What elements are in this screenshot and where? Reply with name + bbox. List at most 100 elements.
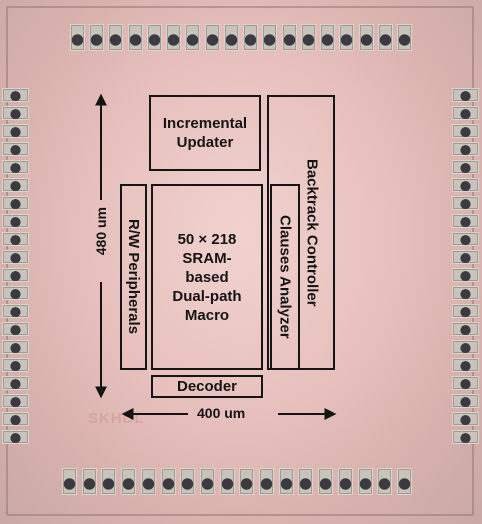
bond-pad (62, 468, 77, 495)
bond-pad (358, 24, 374, 51)
decoder-block: Decoder (151, 375, 263, 398)
sram-macro-block: 50 × 218 SRAM- based Dual-path Macro (151, 184, 263, 370)
bond-pad (127, 24, 143, 51)
bond-pad (452, 268, 479, 282)
bond-pad (357, 468, 373, 495)
backtrack-controller-label: Backtrack Controller (303, 158, 321, 307)
bond-pad (452, 340, 479, 354)
bond-pad (2, 142, 29, 156)
bond-pad (199, 468, 215, 495)
bond-pad (166, 24, 182, 51)
bond-pad (2, 196, 29, 210)
bond-pad (452, 178, 479, 192)
bond-pad (452, 412, 479, 426)
width-dimension-label: 400 um (197, 405, 246, 421)
bond-pad (318, 468, 334, 495)
height-dimension-label: 480 um (93, 207, 109, 256)
bond-pad (101, 468, 117, 495)
incremental-updater-label-line1: Incremental (162, 115, 248, 132)
bond-pad (452, 358, 479, 372)
bond-pad (2, 412, 29, 426)
bond-pad (2, 124, 29, 138)
bond-pads-top (70, 24, 412, 51)
bond-pad (452, 214, 479, 228)
bond-pad (89, 24, 105, 51)
sram-macro-label-line5: Macro (184, 306, 230, 324)
bond-pad (2, 178, 29, 192)
bond-pad (2, 286, 29, 300)
bond-pad (2, 160, 29, 174)
bond-pad (219, 468, 235, 495)
bond-pad (298, 468, 314, 495)
rw-peripherals-label: R/W Peripherals (125, 219, 142, 335)
rw-peripherals-block: R/W Peripherals (120, 184, 147, 370)
clauses-analyzer-block: Clauses Analyzer (270, 184, 300, 370)
bond-pad (81, 468, 97, 495)
bond-pad (452, 88, 479, 102)
bond-pad (337, 468, 353, 495)
bond-pad (452, 142, 479, 156)
decoder-label: Decoder (176, 378, 238, 395)
bond-pad (278, 468, 294, 495)
bond-pad (2, 430, 29, 444)
bond-pad (452, 196, 479, 210)
bond-pad (121, 468, 137, 495)
backtrack-controller-block: Backtrack Controller (267, 95, 335, 370)
clauses-analyzer-label: Clauses Analyzer (276, 215, 294, 339)
bond-pad (2, 376, 29, 390)
bond-pads-left (2, 88, 29, 444)
bond-pad (243, 24, 259, 51)
bond-pad (281, 24, 297, 51)
bond-pad (300, 24, 316, 51)
bond-pad (204, 24, 220, 51)
bond-pad (140, 468, 156, 495)
bond-pad (160, 468, 176, 495)
bond-pad (377, 24, 393, 51)
bond-pad (452, 160, 479, 174)
bond-pad (452, 106, 479, 120)
bond-pad (239, 468, 255, 495)
bond-pad (262, 24, 278, 51)
bond-pad (377, 468, 393, 495)
bond-pad (185, 24, 201, 51)
sram-macro-label-line1: 50 × 218 (177, 230, 237, 248)
bond-pad (2, 250, 29, 264)
bond-pad (108, 24, 124, 51)
bond-pad (2, 232, 29, 246)
bond-pad (180, 468, 196, 495)
incremental-updater-block: Incremental Updater (149, 95, 261, 171)
bond-pad (2, 88, 29, 102)
bond-pad (259, 468, 275, 495)
bond-pad (2, 106, 29, 120)
bond-pad (452, 430, 479, 444)
bond-pads-right (452, 88, 479, 444)
bond-pad (70, 24, 85, 51)
bond-pad (2, 358, 29, 372)
bond-pad (2, 340, 29, 354)
bond-pad (2, 322, 29, 336)
bond-pad (452, 376, 479, 390)
bond-pad (223, 24, 239, 51)
bond-pads-bottom (62, 468, 412, 495)
bond-pad (452, 124, 479, 138)
bond-pad (2, 214, 29, 228)
bond-pad (396, 24, 412, 51)
bond-pad (2, 394, 29, 408)
bond-pad (339, 24, 355, 51)
bond-pad (452, 286, 479, 300)
bond-pad (2, 304, 29, 318)
bond-pad (452, 322, 479, 336)
bond-pad (320, 24, 336, 51)
incremental-updater-label-line2: Updater (176, 134, 234, 151)
sram-macro-label-line4: Dual-path (172, 287, 242, 305)
bond-pad (146, 24, 162, 51)
bond-pad (452, 232, 479, 246)
bond-pad (396, 468, 412, 495)
sram-macro-label-line2: SRAM- (182, 249, 232, 267)
sram-macro-label-line3: based (185, 268, 229, 286)
bond-pad (452, 394, 479, 408)
bond-pad (452, 250, 479, 264)
bond-pad (2, 268, 29, 282)
